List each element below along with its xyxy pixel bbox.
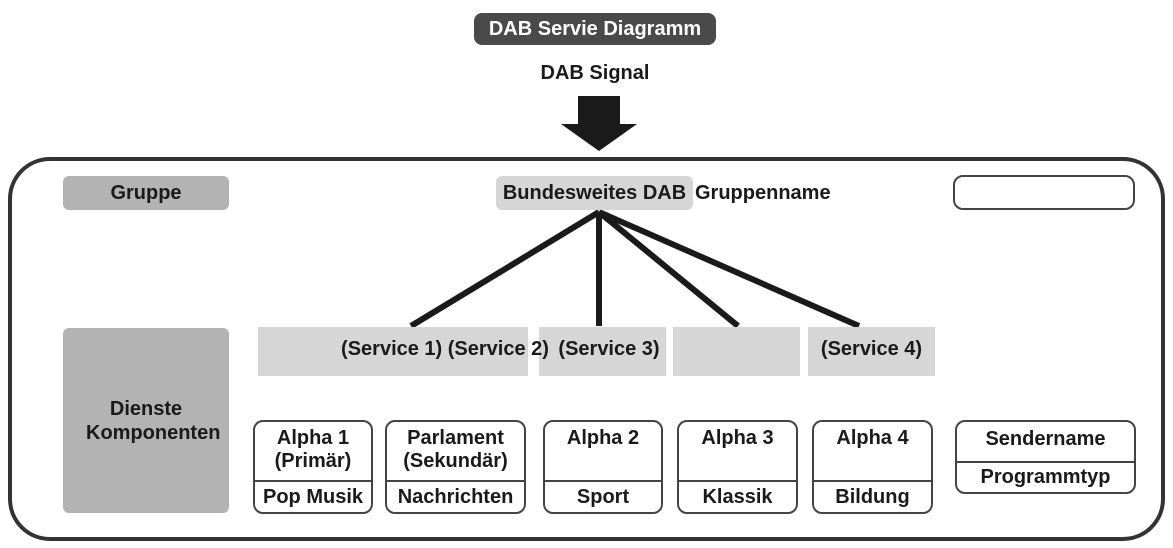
component-name: Alpha 3 — [701, 427, 774, 449]
component-name: Alpha 2 — [566, 427, 640, 449]
component-box-alpha1: Alpha 1(Primär) Pop Musik — [253, 420, 373, 514]
components-label-text: Dienste Komponenten — [86, 397, 221, 444]
down-arrow-icon — [561, 96, 637, 151]
component-name: Alpha 4 — [836, 427, 909, 449]
component-role: (Sekundär) — [403, 450, 508, 472]
diagram-title: DAB Servie Diagramm — [474, 13, 716, 45]
service-bar-4 — [808, 327, 935, 376]
connector-line-service-empty — [597, 209, 740, 329]
group-name-suffix: Gruppenname — [695, 181, 831, 204]
components-label: Dienste Komponenten — [63, 328, 229, 513]
group-frame — [8, 157, 1165, 541]
service-label-1-2: (Service 1) (Service 2) — [341, 337, 549, 360]
legend-box: Sendername Programmtyp — [955, 420, 1136, 494]
connector-line-service-4 — [597, 209, 861, 329]
group-name-empty-box — [953, 175, 1135, 210]
component-name: Parlament — [407, 427, 504, 449]
service-label-3: (Service 3) — [558, 337, 660, 360]
service-label-4: (Service 4) — [820, 337, 923, 360]
service-bar-3 — [539, 327, 666, 376]
component-box-alpha2: Alpha 2 Sport — [543, 420, 663, 514]
legend-bottom-label: Programmtyp — [957, 461, 1134, 492]
service-bar-1-2 — [258, 327, 528, 376]
component-genre: Nachrichten — [387, 480, 524, 512]
component-role: (Primär) — [274, 450, 352, 472]
service-bar-empty — [673, 327, 800, 376]
component-genre: Pop Musik — [255, 480, 371, 512]
legend-top-label: Sendername — [985, 428, 1106, 450]
component-box-alpha4: Alpha 4 Bildung — [812, 420, 933, 514]
connector-line-service-1-2 — [409, 209, 601, 329]
signal-label: DAB Signal — [540, 62, 650, 84]
component-box-alpha3: Alpha 3 Klassik — [677, 420, 798, 514]
group-name-highlight: Bundesweites DAB — [496, 176, 693, 210]
component-genre: Sport — [545, 480, 661, 512]
component-genre: Bildung — [814, 480, 931, 512]
component-name: Alpha 1 — [276, 427, 350, 449]
component-box-parlament: Parlament(Sekundär) Nachrichten — [385, 420, 526, 514]
component-genre: Klassik — [679, 480, 796, 512]
group-label: Gruppe — [63, 176, 229, 210]
